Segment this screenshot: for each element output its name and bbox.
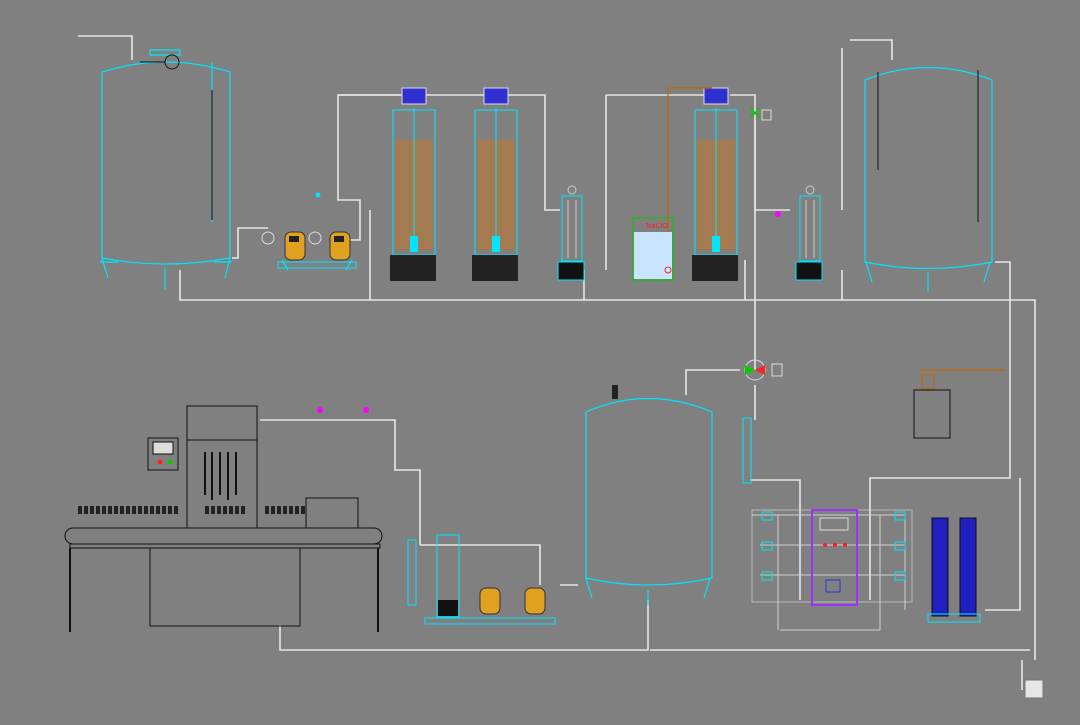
bottle-filling-machine bbox=[147, 405, 359, 529]
sensor-1 bbox=[317, 407, 323, 413]
cartridge-filter-1 bbox=[557, 185, 585, 281]
sensor-4 bbox=[315, 192, 321, 198]
filling-pumps bbox=[424, 534, 556, 625]
intermediate-water-tank bbox=[585, 385, 713, 605]
raw-water-pumps bbox=[261, 231, 357, 271]
media-filter-1 bbox=[390, 87, 436, 281]
cartridge-filter-2 bbox=[795, 185, 823, 281]
raw-water-tank bbox=[100, 49, 232, 290]
sensor-2 bbox=[363, 407, 369, 413]
media-filter-3 bbox=[692, 87, 738, 281]
drain-outlet bbox=[1024, 679, 1044, 699]
multi-port-valve bbox=[744, 359, 783, 381]
chemical-dosing-tank: NaClO bbox=[632, 87, 712, 281]
sensors bbox=[315, 192, 781, 413]
pure-water-tank bbox=[864, 66, 993, 292]
media-filter-2 bbox=[472, 87, 518, 281]
uv-sterilizer bbox=[407, 417, 752, 606]
sensor-3 bbox=[775, 211, 781, 217]
bottle-conveyor bbox=[64, 506, 383, 632]
main-piping bbox=[78, 35, 1036, 690]
dosing-box bbox=[913, 369, 1005, 439]
chemical-tank-label: NaClO bbox=[646, 222, 668, 230]
ro-control-panel bbox=[811, 509, 858, 606]
ro-membrane-unit bbox=[751, 509, 913, 603]
booster-pumps bbox=[927, 517, 981, 623]
small-valve-top bbox=[749, 107, 772, 121]
